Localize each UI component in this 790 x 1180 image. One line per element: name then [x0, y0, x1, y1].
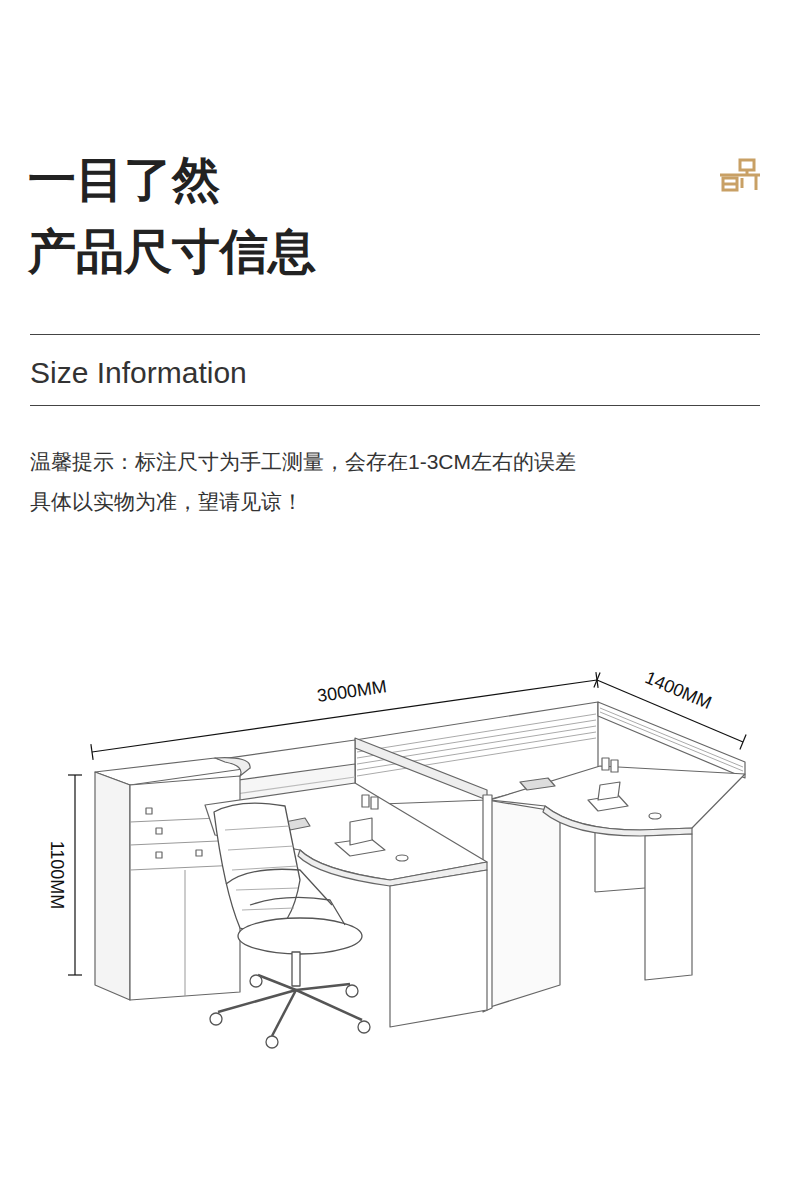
workstation-illustration — [95, 702, 745, 1027]
workstation-illustration — [355, 738, 487, 800]
workstation-illustration — [95, 772, 130, 1000]
dimension-label: 3000MM — [314, 676, 390, 708]
workstation-illustration — [649, 813, 661, 819]
dimension-label: 1400MM — [640, 667, 717, 716]
section-subtitle: Size Information — [30, 355, 247, 391]
desk-icon — [723, 183, 737, 186]
workstation-illustration — [156, 828, 162, 834]
workstation-illustration — [196, 850, 202, 856]
office-chair — [358, 1021, 370, 1033]
workstation-illustration — [357, 732, 596, 770]
desk-icon — [720, 160, 760, 190]
desk-icon — [723, 178, 737, 190]
workstation-illustration — [490, 766, 745, 830]
note-text: 温馨提示：标注尺寸为手工测量，会存在1-3CM左右的误差 — [30, 449, 576, 474]
dimension-line — [594, 673, 600, 688]
workstation-illustration — [487, 800, 560, 1008]
office-chair — [226, 869, 332, 905]
desk-icon — [746, 170, 749, 174]
workstation-illustration — [362, 795, 369, 807]
office-chair — [250, 975, 262, 987]
dimension-line — [74, 775, 75, 975]
office-chair — [228, 846, 294, 850]
workstation-illustration — [611, 760, 618, 772]
dimension-line — [68, 774, 82, 775]
workstation-illustration — [390, 870, 487, 1027]
dimension-line — [68, 974, 82, 975]
office-chair — [346, 985, 358, 997]
workstation-illustration — [185, 870, 186, 996]
workstation-illustration — [350, 818, 372, 845]
workstation-illustration — [602, 758, 609, 770]
desk-icon — [740, 160, 754, 170]
workstation-illustration — [600, 708, 743, 767]
office-chair — [292, 952, 300, 986]
office-chair — [266, 1036, 278, 1048]
workstation-illustration — [371, 797, 378, 809]
workstation-illustration — [215, 758, 250, 776]
desk-icon — [755, 175, 758, 190]
workstation-illustration — [396, 855, 408, 861]
workstation-illustration — [146, 808, 152, 814]
workstation-illustration — [595, 888, 645, 892]
office-chair — [218, 975, 362, 1036]
office-chair — [225, 826, 290, 830]
office-chair — [242, 908, 294, 910]
note-text: 具体以实物为准，望请见谅！ — [30, 489, 303, 514]
page-title: 一目了然 产品尺寸信息 — [28, 144, 358, 288]
workstation-illustration — [520, 778, 555, 790]
office-chair — [210, 1013, 222, 1025]
workstation-illustration — [600, 708, 743, 771]
dimension-label: 1100MM — [45, 839, 67, 912]
workstation-illustration — [543, 806, 692, 836]
desk-icon — [720, 174, 760, 177]
workstation-illustration — [357, 714, 596, 776]
workstation-illustration — [156, 852, 162, 858]
office-chair — [296, 984, 350, 990]
dimension-line — [91, 744, 93, 760]
workstation-illustration — [645, 834, 692, 980]
office-chair — [250, 897, 345, 925]
office-chair — [258, 975, 296, 990]
office-chair — [272, 990, 296, 1036]
dimension-line — [740, 735, 746, 750]
divider-rule — [30, 335, 760, 406]
office-chair — [236, 888, 298, 890]
divider-rule — [30, 405, 760, 406]
divider-rule — [30, 334, 760, 335]
workstation-illustration — [600, 712, 743, 771]
workstation-illustration — [598, 782, 620, 800]
desk-icon — [741, 178, 744, 188]
office-chair — [210, 803, 370, 1048]
office-chair — [218, 990, 296, 1012]
dimension-line — [68, 672, 746, 975]
workstation-illustration — [357, 714, 596, 752]
